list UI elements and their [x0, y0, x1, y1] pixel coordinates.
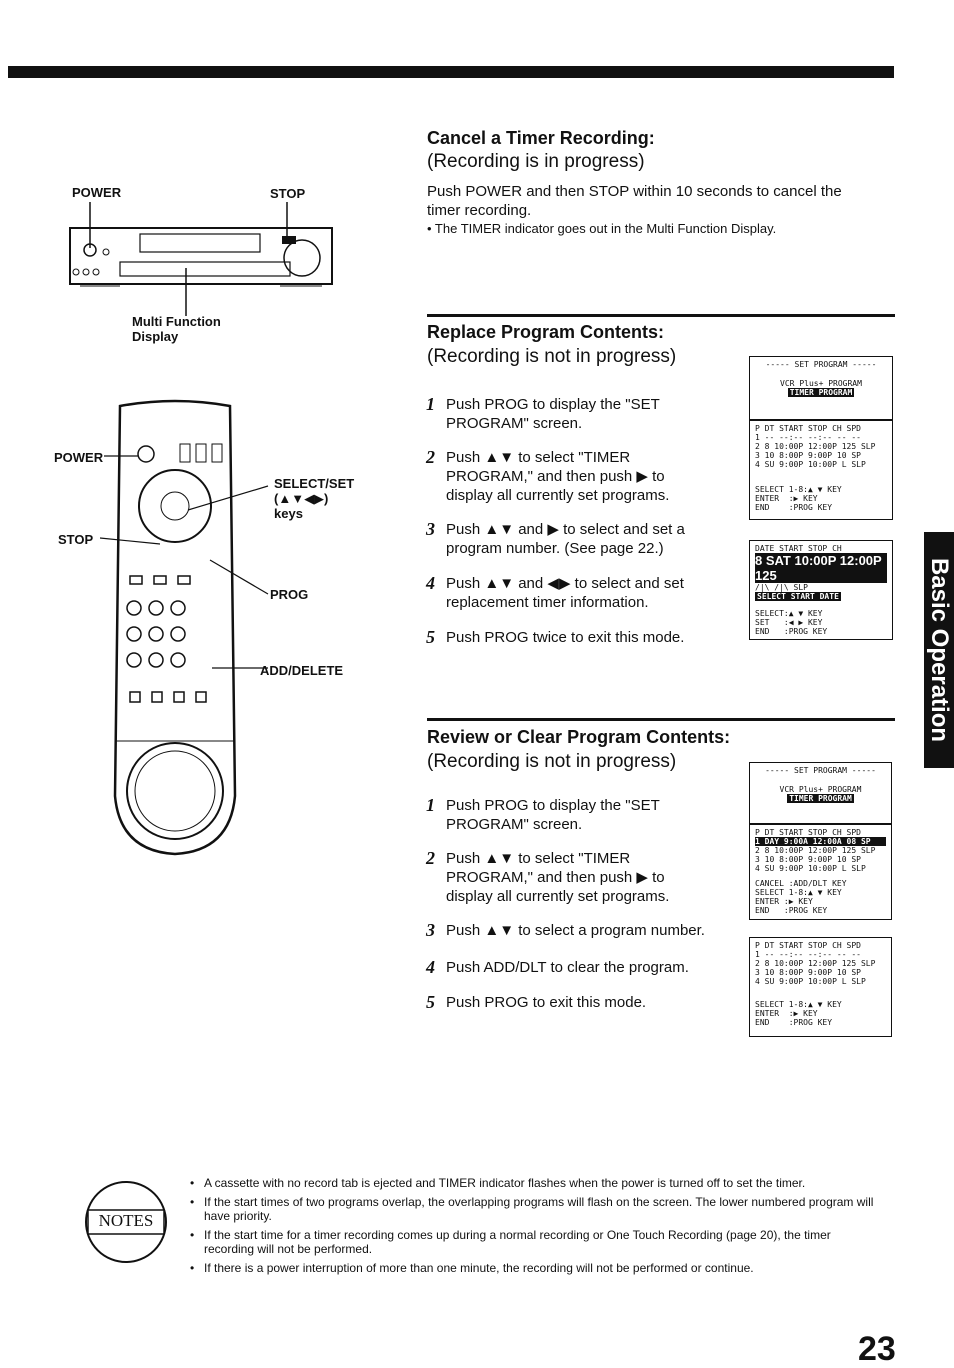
- vcr-stop-label: STOP: [270, 186, 306, 201]
- vcr-display-label: Multi Function Display: [132, 314, 221, 344]
- review-subtitle: (Recording is not in progress): [427, 751, 677, 772]
- section-tab: Basic Operation: [924, 532, 954, 768]
- remote-select-label: SELECT/SET (▲▼◀▶) keys: [274, 476, 355, 521]
- screen-row: 1 -- --:-- --:-- -- --: [755, 433, 861, 442]
- remote-add-delete-label: ADD/DELETE: [260, 663, 344, 678]
- section-rule: [427, 718, 895, 721]
- notes-list: A cassette with no record tab is ejected…: [190, 1176, 880, 1280]
- screen-date-row: 8 SAT 10:00P 12:00P 125: [755, 553, 887, 583]
- screen-row: 2 8 10:00P 12:00P 125 SLP: [755, 442, 876, 451]
- screen-menu: SELECT:▲ ▼ KEY SET :◀ ▶ KEY END :PROG KE…: [755, 609, 828, 636]
- note-item: A cassette with no record tab is ejected…: [190, 1176, 880, 1190]
- section-tab-label: Basic Operation: [926, 557, 953, 743]
- screen-select-start-date: SELECT START DATE: [755, 592, 841, 601]
- note-item: If the start time for a timer recording …: [190, 1228, 880, 1256]
- screen-row: 1 -- --:-- --:-- -- --: [755, 950, 861, 959]
- screen-header: ----- SET PROGRAM -----: [765, 360, 877, 369]
- remote-power-label: POWER: [54, 450, 104, 465]
- cancel-body: Push POWER and then STOP within 10 secon…: [427, 183, 842, 219]
- review-list-screen: P DT START STOP CH SPD 1 DAY 9:00A 12:00…: [749, 824, 892, 920]
- screen-vcr-plus: VCR Plus+ PROGRAM: [779, 785, 862, 794]
- screen-row: 2 8 10:00P 12:00P 125 SLP: [755, 959, 876, 968]
- replace-subtitle: (Recording is not in progress): [427, 346, 677, 367]
- screen-row: 4 SU 9:00P 10:00P L SLP: [755, 460, 866, 469]
- page-number: 23: [858, 1330, 896, 1368]
- screen-row: 3 10 8:00P 9:00P 10 SP: [755, 451, 861, 460]
- set-program-screen: ----- SET PROGRAM ----- VCR Plus+ PROGRA…: [749, 356, 893, 420]
- notes-icon: [85, 1181, 167, 1263]
- screen-header: ----- SET PROGRAM -----: [765, 766, 876, 775]
- review-title: Review or Clear Program Contents:: [427, 727, 731, 747]
- screen-row: 3 10 8:00P 9:00P 10 SP: [755, 855, 861, 864]
- cancel-subtitle: (Recording is in progress): [427, 151, 645, 172]
- screen-menu: SELECT 1-8:▲ ▼ KEY ENTER :▶ KEY END :PRO…: [755, 1000, 842, 1027]
- screen-row: 4 SU 9:00P 10:00P L SLP: [755, 864, 866, 873]
- date-select-screen: DATE START STOP CH 8 SAT 10:00P 12:00P 1…: [749, 540, 893, 640]
- remote-illustration: [113, 399, 237, 856]
- cleared-list-screen: P DT START STOP CH SPD 1 -- --:-- --:-- …: [749, 937, 892, 1037]
- note-item: If there is a power interruption of more…: [190, 1261, 880, 1275]
- screen-timer-program: TIMER PROGRAM: [787, 388, 855, 397]
- remote-prog-label: PROG: [270, 587, 309, 602]
- screen-date-header: DATE START STOP CH: [755, 544, 842, 553]
- screen-row: 4 SU 9:00P 10:00P L SLP: [755, 977, 866, 986]
- replace-title: Replace Program Contents:: [427, 322, 665, 342]
- screen-timer-program: TIMER PROGRAM: [787, 794, 854, 803]
- cancel-note: • The TIMER indicator goes out in the Mu…: [427, 221, 777, 236]
- vcr-power-label: POWER: [72, 185, 122, 200]
- cancel-title: Cancel a Timer Recording:: [427, 128, 655, 148]
- screen-date-row2: /|\ /|\ SLP: [755, 583, 808, 592]
- remote-stop-label: STOP: [58, 532, 94, 547]
- program-list-screen: P DT START STOP CH SPD 1 -- --:-- --:-- …: [749, 420, 893, 520]
- notes-label: NOTES: [98, 1211, 154, 1230]
- set-program-screen: ----- SET PROGRAM ----- VCR Plus+ PROGRA…: [749, 762, 892, 824]
- note-item: If the start times of two programs overl…: [190, 1195, 880, 1223]
- remote-callout-lines: [100, 455, 269, 669]
- screen-row-selected: 1 DAY 9:00A 12:00A 08 SP: [755, 837, 886, 846]
- screen-table-header: P DT START STOP CH SPD: [755, 828, 861, 837]
- section-rule: [427, 314, 895, 317]
- screen-row: 3 10 8:00P 9:00P 10 SP: [755, 968, 861, 977]
- screen-table-header: P DT START STOP CH SPD: [755, 424, 861, 433]
- screen-table-header: P DT START STOP CH SPD: [755, 941, 861, 950]
- top-rule: [8, 66, 894, 78]
- screen-vcr-plus: VCR Plus+ PROGRAM: [780, 379, 862, 388]
- screen-menu: SELECT 1-8:▲ ▼ KEY ENTER :▶ KEY END :PRO…: [755, 485, 842, 512]
- vcr-illustration: [69, 202, 333, 316]
- screen-menu: CANCEL :ADD/DLT KEY SELECT 1-8:▲ ▼ KEY E…: [755, 879, 847, 915]
- screen-row: 2 8 10:00P 12:00P 125 SLP: [755, 846, 876, 855]
